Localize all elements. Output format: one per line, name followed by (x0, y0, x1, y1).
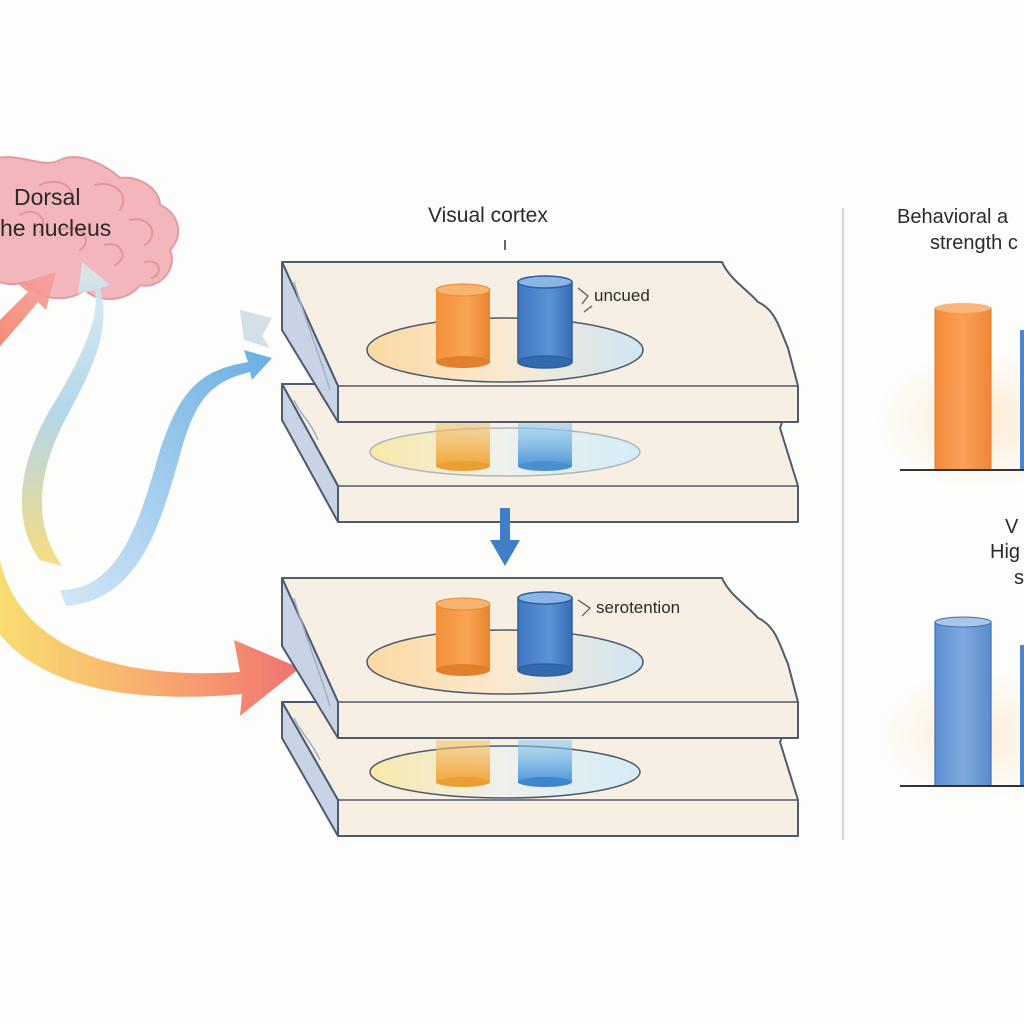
orange-cylinder-top (435, 283, 491, 368)
cortex-stack-bottom (281, 577, 799, 837)
bar-blue-partial-2 (1020, 645, 1024, 786)
side-chart-top-title-line1: Behavioral a (897, 206, 1009, 228)
mixed-ascending-arrow (21, 262, 110, 566)
down-arrow (490, 508, 520, 566)
bar-blue-tall (934, 621, 992, 787)
tag-serotention: serotention (596, 598, 681, 617)
brain-label-line1: Dorsal (14, 184, 81, 210)
projection-arrows (0, 262, 300, 716)
warm-arrow-to-cortex (0, 560, 300, 716)
lower-disc-bottom (369, 745, 641, 799)
tag-leader-bottom (577, 599, 591, 617)
blue-cylinder-top (517, 275, 573, 369)
side-chart-bottom-title-line1: V (1005, 516, 1019, 538)
side-chart-bottom (875, 616, 1024, 800)
side-chart-bottom-title-line2: Hig (990, 541, 1021, 563)
cortex-title: Visual cortex (428, 204, 548, 227)
side-chart-top (875, 303, 1024, 490)
tag-leader-top (577, 287, 593, 313)
tag-uncued: uncued (594, 286, 650, 305)
faint-orange-cylinder (436, 422, 490, 466)
bar-orange (934, 307, 992, 471)
lower-disc (369, 427, 641, 477)
cortex-stack-top (281, 261, 799, 523)
upper-disc (366, 317, 644, 383)
orange-cylinder-bottom (435, 597, 491, 676)
pointer-fragment (240, 310, 272, 348)
side-chart-bottom-title-line3: s (1014, 567, 1024, 589)
upper-disc-bottom (366, 629, 644, 695)
brain-label-line2: he nucleus (0, 215, 112, 241)
blue-arrow-to-cortex (60, 350, 272, 606)
side-chart-top-title-line2: strength c (930, 232, 1018, 254)
blue-cylinder-bottom (517, 591, 573, 677)
bar-blue-partial (1020, 330, 1024, 470)
red-input-arrow (0, 272, 56, 347)
faint-blue-cylinder (518, 422, 572, 466)
